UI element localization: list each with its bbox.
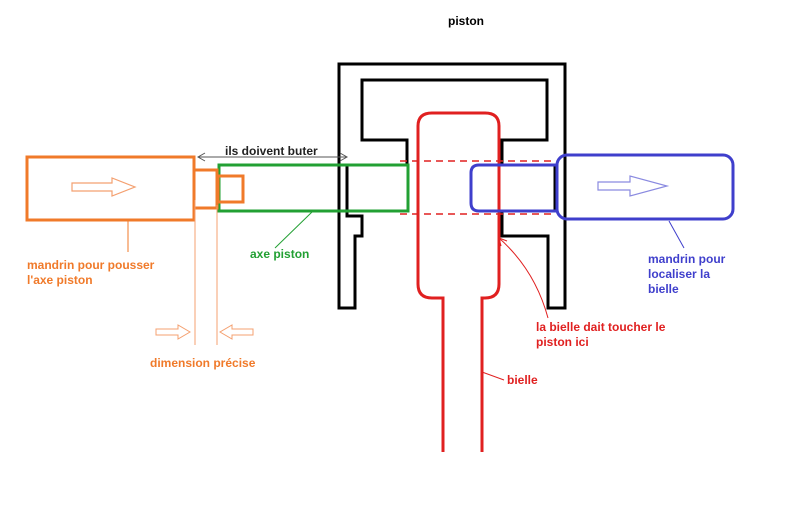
mandrin-localiser-label-1: mandrin pour — [648, 252, 726, 266]
bielle-label: bielle — [507, 373, 538, 387]
mandrin-pousser-step — [192, 168, 219, 210]
dimension-marks — [155, 200, 254, 345]
mandrin-localiser-tip — [469, 163, 557, 213]
mandrin-pousser — [25, 155, 245, 222]
diagram-title: piston — [448, 14, 484, 28]
leader-bielle-toucher — [498, 237, 549, 319]
mandrin-pousser-tip — [216, 174, 245, 204]
butee-arrow-left-head — [196, 152, 206, 162]
bielle-toucher-label-1: la bielle dait toucher le — [536, 320, 666, 334]
leader-bielle-arrow-head-b — [498, 237, 508, 242]
orange-hollow-arrow-icon — [71, 177, 137, 197]
dimension-label: dimension précise — [150, 356, 256, 370]
axe-piston-rect — [217, 163, 410, 213]
mandrin-localiser-label-3: bielle — [648, 282, 679, 296]
mandrin-localiser-label-2: localiser la — [648, 267, 711, 281]
leader-lines — [127, 211, 685, 381]
dimension-arrow-left-icon — [155, 324, 191, 340]
mandrin-localiser-body — [555, 153, 735, 221]
bielle-toucher-label-2: piston ici — [536, 335, 589, 349]
butee-arrow — [196, 152, 349, 162]
bielle-rod — [400, 111, 555, 452]
mandrin-pousser-label-1: mandrin pour pousser — [27, 258, 155, 272]
butee-label: ils doivent buter — [225, 144, 318, 158]
leader-bielle — [481, 371, 505, 381]
piston-body — [337, 62, 567, 310]
mandrin-localiser — [469, 153, 735, 221]
bielle-outline — [416, 111, 501, 452]
blue-hollow-arrow-icon — [597, 175, 670, 197]
mandrin-pousser-label-2: l'axe piston — [27, 273, 93, 287]
butee-arrow-right-head — [339, 152, 349, 162]
leader-axe — [274, 211, 313, 249]
axe-piston-label: axe piston — [250, 247, 310, 261]
piston-outer-outline — [337, 62, 567, 310]
dimension-arrow-right-icon — [219, 324, 254, 340]
mandrin-pousser-body — [25, 155, 196, 222]
leader-bielle-arrow-head-a — [498, 237, 502, 247]
leader-mandrin-localiser — [668, 220, 685, 249]
